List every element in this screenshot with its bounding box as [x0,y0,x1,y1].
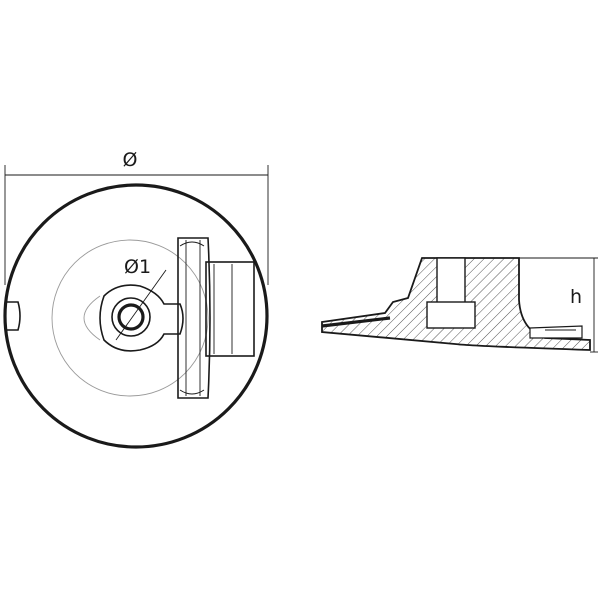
inner-diameter-label: Ø1 [124,256,151,278]
section-bore [436,257,466,309]
inner-light-circle [51,239,209,397]
center-hole-outer [111,297,151,337]
outer-diameter-label: Ø [123,149,138,171]
height-label: h [570,286,582,308]
section-tab [529,325,583,339]
section-counterbore [426,301,476,329]
outer-circle [3,183,269,449]
center-hole [117,303,145,331]
left-strip [321,316,391,328]
side-view: h [321,257,598,353]
outer-diameter-dimension: Ø [4,149,269,285]
inner-diameter-leader [115,269,167,341]
height-dimension: h [519,257,598,353]
left-notch [6,301,21,331]
inner-light-slot [83,295,101,341]
top-view: Ø Ø1 [3,149,269,449]
right-bracket [177,237,255,399]
central-boss [99,284,184,352]
